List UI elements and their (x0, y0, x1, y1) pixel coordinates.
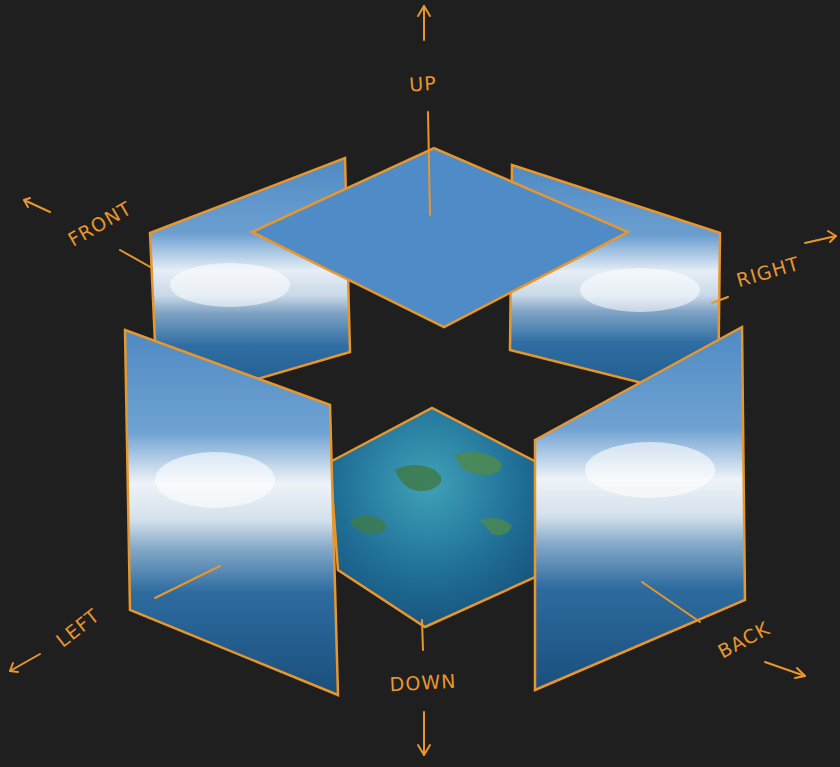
direction-label: UP (409, 74, 438, 95)
direction-label: LEFT (53, 605, 103, 650)
direction-label: FRONT (65, 198, 135, 249)
direction-label: RIGHT (734, 254, 801, 290)
direction-label: DOWN (389, 672, 456, 694)
direction-label: BACK (715, 619, 773, 662)
